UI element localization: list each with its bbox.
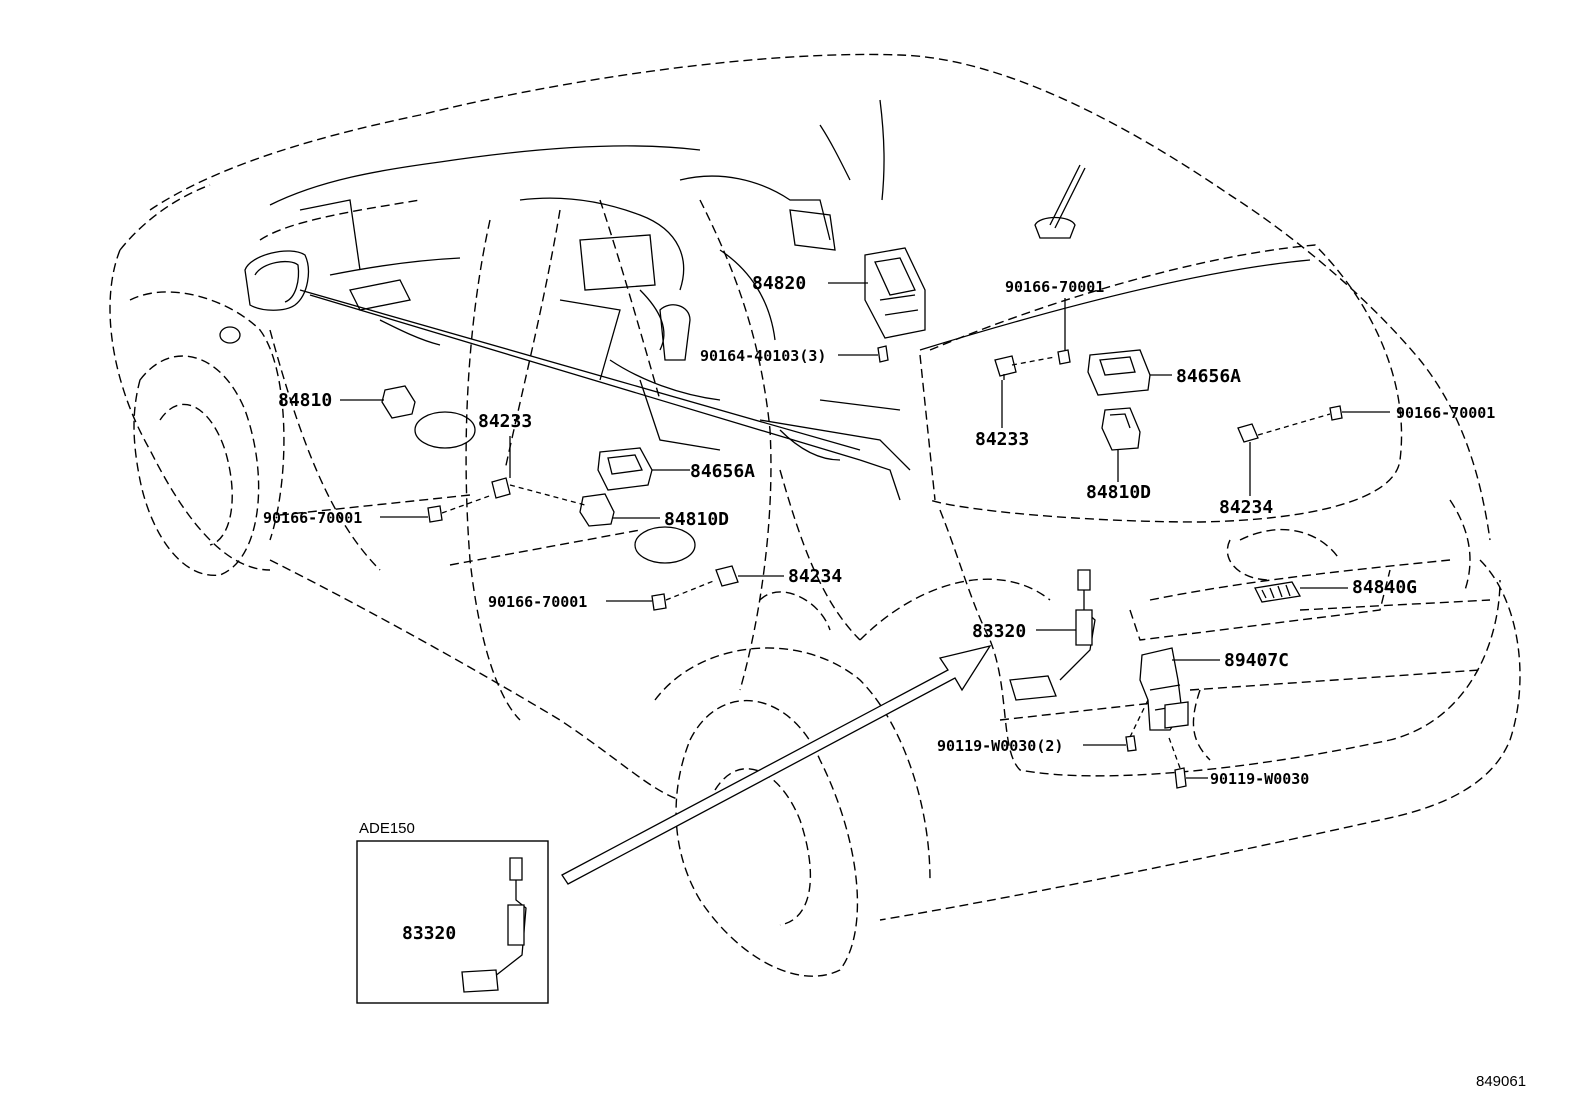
- label-84233-right: 84233: [975, 429, 1029, 450]
- label-84810D-center: 84810D: [664, 509, 729, 530]
- part-84820-master-switch: [864, 247, 926, 339]
- label-89407C: 89407C: [1224, 650, 1289, 671]
- label-84233-left: 84233: [478, 411, 532, 432]
- part-84234-center: [715, 565, 739, 587]
- label-90119-W0030-2: 90119-W0030(2): [937, 737, 1063, 755]
- screws: [427, 345, 1343, 789]
- label-84234-right: 84234: [1219, 497, 1273, 518]
- part-84810D-right: [1101, 407, 1141, 451]
- part-84233-left: [491, 477, 511, 499]
- part-84656A-right: [1087, 349, 1151, 396]
- part-84234-right: [1237, 423, 1259, 443]
- vehicle-outline: [109, 53, 1521, 977]
- part-89407C: [1139, 647, 1189, 731]
- part-labels: 84820 90166-70001 90164-40103(3) 84656A …: [263, 273, 1526, 1090]
- part-84840G: [1254, 581, 1302, 603]
- inset-title: ADE150: [359, 820, 415, 837]
- label-84820: 84820: [752, 273, 806, 294]
- part-84233-right: [994, 355, 1017, 380]
- figure-id: 849061: [1476, 1073, 1526, 1090]
- inset-label-83320: 83320: [402, 923, 456, 944]
- label-90119-W0030: 90119-W0030: [1210, 770, 1309, 788]
- label-90166-70001-left: 90166-70001: [263, 509, 362, 527]
- part-84810-left: [381, 385, 416, 419]
- label-90166-70001-top-right: 90166-70001: [1005, 278, 1104, 296]
- interior-dashboard: [219, 99, 1311, 564]
- part-84810D-center: [579, 493, 615, 527]
- part-83320: [1009, 569, 1096, 701]
- label-90166-70001-bottom: 90166-70001: [488, 593, 587, 611]
- label-84840G: 84840G: [1352, 577, 1417, 598]
- label-84810-left: 84810: [278, 390, 332, 411]
- label-84656A-right: 84656A: [1176, 366, 1241, 387]
- label-84810D-right: 84810D: [1086, 482, 1151, 503]
- part-84656A-center: [597, 447, 653, 491]
- label-84234-center: 84234: [788, 566, 842, 587]
- parts: [381, 247, 1343, 885]
- label-83320: 83320: [972, 621, 1026, 642]
- inset-ade150: [356, 840, 549, 1004]
- label-90164-40103: 90164-40103(3): [700, 347, 826, 365]
- label-90166-70001-right: 90166-70001: [1396, 404, 1495, 422]
- inset-part-83320: [461, 857, 527, 993]
- label-84656A-center: 84656A: [690, 461, 755, 482]
